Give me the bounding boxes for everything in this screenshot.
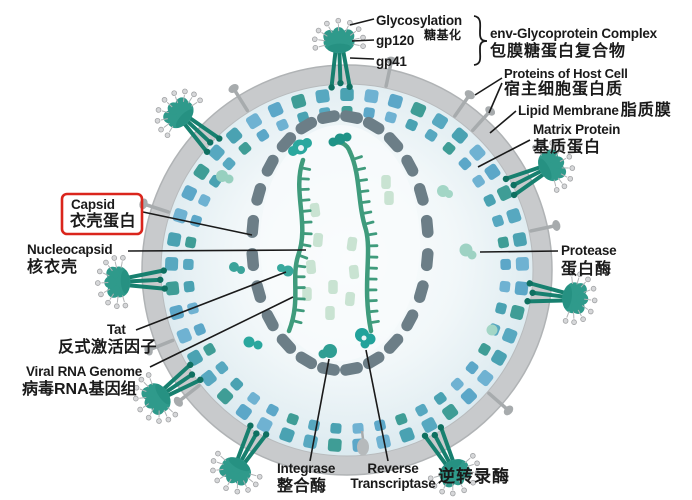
label-protease-zh: 蛋白酶 — [561, 261, 613, 278]
label-glycosylation-zh: 糖基化 — [424, 28, 462, 42]
host-cell-protein-stud — [228, 84, 250, 113]
rna-top-protein-blob — [328, 132, 352, 147]
label-matrix-protein-zh: 基质蛋白 — [533, 139, 602, 156]
env-glycoprotein-spike — [524, 270, 598, 325]
viral-rna-strand — [347, 149, 374, 334]
host-cell-protein-stud — [144, 338, 175, 356]
label-host-cell-proteins-en: Proteins of Host Cell — [504, 66, 628, 81]
label-integrase-en: Integrase — [277, 461, 336, 476]
capsid-highlight-box — [60, 192, 144, 236]
env-glycoprotein-spike — [421, 424, 481, 497]
budding-protein-teardrop — [357, 430, 369, 456]
label-reverse-transcriptase-en: Reverse Transcriptase — [350, 461, 436, 491]
label-integrase-zh: 整合酶 — [277, 478, 327, 495]
label-viral-rna-genome-en: Viral RNA Genome — [26, 364, 143, 379]
label-tat-zh: 反式激活因子 — [58, 339, 158, 356]
label-lipid-membrane: Lipid Membrane 脂质膜 — [518, 102, 672, 120]
env-glycoprotein-spike — [95, 255, 168, 310]
leader-lines — [127, 18, 559, 462]
label-env-complex-en: env-Glycoprotein Complex — [490, 26, 657, 41]
label-capsid-zh: 衣壳蛋白 — [70, 213, 137, 230]
label-tat-en: Tat — [107, 322, 126, 337]
env-complex-brace — [473, 15, 488, 66]
label-env-complex-zh: 包膜糖蛋白复合物 — [490, 43, 627, 60]
internal-enzyme-blobs — [216, 138, 498, 359]
label-viral-rna-genome-zh: 病毒RNA基因组 — [22, 381, 137, 398]
host-cell-protein-stud — [384, 56, 397, 88]
label-gp120: gp120 — [376, 33, 415, 48]
label-lipid-membrane-en: Lipid Membrane — [518, 103, 619, 118]
label-glycosylation-en: Glycosylation — [376, 13, 462, 28]
env-glycoprotein-spike — [311, 17, 366, 91]
env-glycoprotein-spikes — [95, 17, 598, 497]
rna-rungs — [292, 155, 380, 325]
nucleocapsid-proteins — [302, 175, 394, 320]
label-host-cell-proteins-zh: 宿主细胞蛋白质 — [504, 81, 624, 98]
label-protease-en: Protease — [561, 243, 617, 258]
viral-rna-genome — [286, 132, 380, 334]
label-capsid-en: Capsid — [71, 197, 115, 212]
label-gp41: gp41 — [376, 54, 407, 69]
label-matrix-protein-en: Matrix Protein — [533, 122, 621, 137]
label-nucleocapsid-en: Nucleocapsid — [27, 242, 113, 257]
capsid-interior — [260, 125, 420, 361]
env-glycoprotein-spike — [133, 361, 204, 424]
label-reverse-transcriptase-zh: 逆转录酶 — [438, 467, 510, 486]
label-nucleocapsid-zh: 核衣壳 — [27, 259, 79, 276]
label-lipid-membrane-zh: 脂质膜 — [620, 102, 672, 119]
host-cell-protein-stud — [453, 90, 475, 118]
viral-rna-strand — [286, 157, 306, 334]
host-cell-protein-stud — [529, 220, 561, 233]
env-glycoprotein-spike — [210, 422, 270, 495]
host-cell-protein-stud — [487, 391, 514, 416]
env-glycoprotein-spike — [154, 88, 223, 155]
env-glycoprotein-spike — [502, 140, 576, 199]
host-cell-protein-stud — [173, 383, 201, 407]
